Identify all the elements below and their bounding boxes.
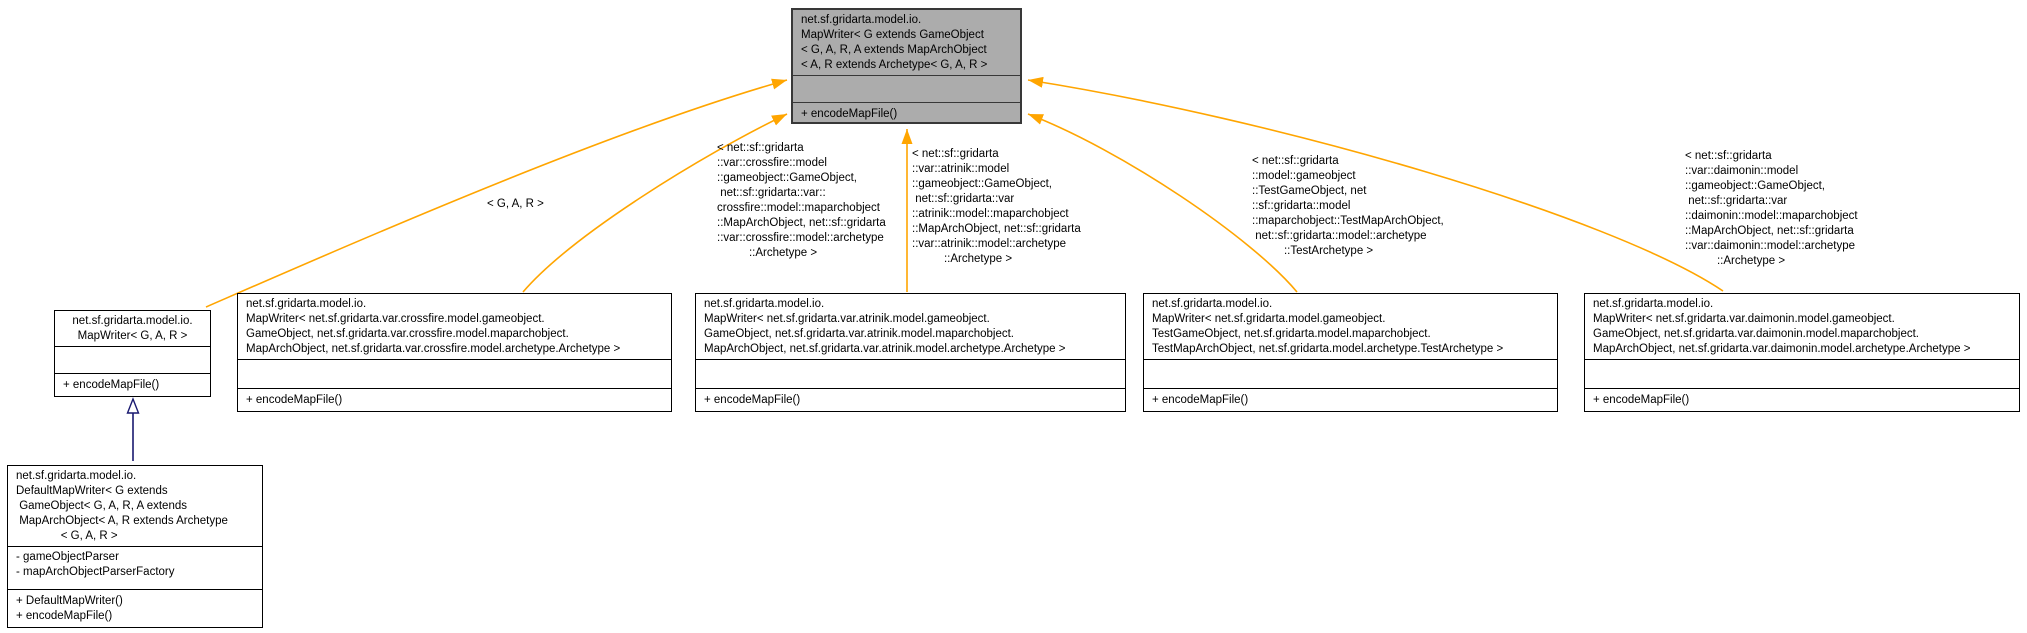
template-edge-test bbox=[1027, 113, 1298, 293]
class-methods: + encodeMapFile() bbox=[704, 394, 801, 406]
class-title: net.sf.gridarta.model.io. MapWriter< net… bbox=[1144, 294, 1557, 360]
class-attributes bbox=[696, 360, 1125, 389]
class-title: net.sf.gridarta.model.io. MapWriter< net… bbox=[1585, 294, 2019, 360]
class-node-mapwriter-crossfire[interactable]: net.sf.gridarta.model.io. MapWriter< net… bbox=[237, 293, 672, 412]
edge-label-crossfire: < net::sf::gridarta ::var::crossfire::mo… bbox=[717, 142, 886, 259]
class-methods: + encodeMapFile() bbox=[1593, 394, 1690, 406]
template-edge-crossfire bbox=[522, 113, 788, 293]
class-attributes bbox=[238, 360, 671, 389]
template-edge-generic bbox=[205, 78, 788, 308]
template-edge-daimonin bbox=[1027, 76, 1724, 292]
class-methods: + encodeMapFile() bbox=[801, 108, 898, 120]
class-node-mapwriter-generic[interactable]: net.sf.gridarta.model.io. MapWriter< G, … bbox=[54, 310, 211, 397]
class-title: net.sf.gridarta.model.io. MapWriter< G e… bbox=[793, 10, 1020, 76]
class-attributes bbox=[1585, 360, 2019, 389]
class-methods: + encodeMapFile() bbox=[246, 394, 343, 406]
edge-label-atrinik: < net::sf::gridarta ::var::atrinik::mode… bbox=[912, 148, 1081, 265]
edge-label-daimonin: < net::sf::gridarta ::var::daimonin::mod… bbox=[1685, 150, 1858, 267]
class-attributes: - gameObjectParser - mapArchObjectParser… bbox=[8, 547, 262, 590]
class-node-defaultmapwriter[interactable]: net.sf.gridarta.model.io. DefaultMapWrit… bbox=[7, 465, 263, 628]
class-methods: + encodeMapFile() bbox=[63, 379, 160, 391]
class-title: net.sf.gridarta.model.io. MapWriter< G, … bbox=[55, 311, 210, 347]
class-node-mapwriter-test[interactable]: net.sf.gridarta.model.io. MapWriter< net… bbox=[1143, 293, 1558, 412]
class-methods: + DefaultMapWriter() + encodeMapFile() bbox=[16, 595, 123, 622]
class-title: net.sf.gridarta.model.io. MapWriter< net… bbox=[238, 294, 671, 360]
edge-label-test: < net::sf::gridarta ::model::gameobject … bbox=[1252, 155, 1444, 257]
class-node-mapwriter-template[interactable]: net.sf.gridarta.model.io. MapWriter< G e… bbox=[791, 8, 1022, 124]
class-methods: + encodeMapFile() bbox=[1152, 394, 1249, 406]
class-attributes bbox=[1144, 360, 1557, 389]
inheritance-arrowhead bbox=[126, 397, 140, 414]
edge-label-generic: < G, A, R > bbox=[487, 198, 544, 210]
class-node-mapwriter-daimonin[interactable]: net.sf.gridarta.model.io. MapWriter< net… bbox=[1584, 293, 2020, 412]
class-title: net.sf.gridarta.model.io. DefaultMapWrit… bbox=[8, 466, 262, 547]
class-node-mapwriter-atrinik[interactable]: net.sf.gridarta.model.io. MapWriter< net… bbox=[695, 293, 1126, 412]
class-title: net.sf.gridarta.model.io. MapWriter< net… bbox=[696, 294, 1125, 360]
class-attributes bbox=[793, 76, 1020, 103]
class-attributes bbox=[55, 347, 210, 374]
